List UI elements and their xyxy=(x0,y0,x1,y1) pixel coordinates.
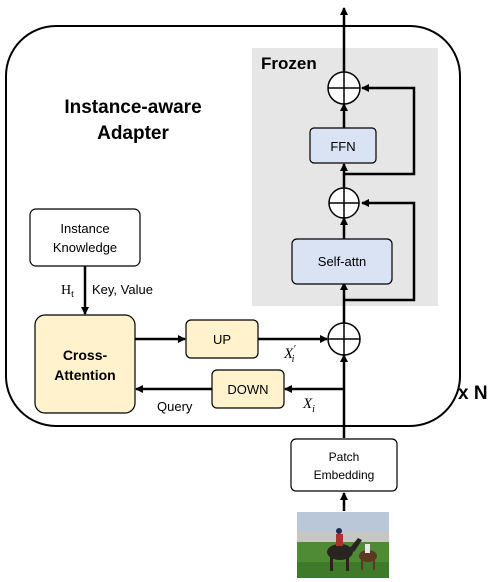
self-attn-block xyxy=(291,238,393,285)
title-line2: Adapter xyxy=(97,123,169,144)
title-line1: Instance-aware xyxy=(64,97,201,118)
adapter-container xyxy=(5,25,461,427)
sum-node-bottom xyxy=(327,322,361,356)
instance-knowledge-label-1: Instance xyxy=(60,221,109,236)
residual-skip-1 xyxy=(344,199,416,302)
repeat-label: x N xyxy=(458,383,488,404)
input-image xyxy=(297,512,389,578)
up-label: UP xyxy=(213,332,231,347)
frozen-label: Frozen xyxy=(261,54,317,73)
instance-knowledge-block xyxy=(29,208,141,267)
query-label: Query xyxy=(157,399,193,414)
cross-attention-block xyxy=(34,314,136,414)
down-label: DOWN xyxy=(227,382,268,397)
sum-node-top xyxy=(327,71,361,105)
xi-label: Xi xyxy=(302,396,315,415)
sum-node-middle xyxy=(328,187,360,219)
ht-label: Ht xyxy=(61,283,74,300)
ffn-block xyxy=(309,127,377,164)
patch-embedding-label-1: Patch xyxy=(329,450,360,464)
self-attn-label: Self-attn xyxy=(318,254,366,269)
cross-attention-label-2: Attention xyxy=(54,367,115,383)
xi-prime-label: X′i xyxy=(283,343,296,365)
key-value-label: Key, Value xyxy=(92,282,153,297)
patch-embedding-block xyxy=(290,438,398,492)
patch-embedding-label-2: Embedding xyxy=(314,468,375,482)
cross-attention-label-1: Cross- xyxy=(63,347,108,363)
residual-skip-2 xyxy=(344,84,416,176)
ffn-label: FFN xyxy=(330,139,355,154)
instance-knowledge-label-2: Knowledge xyxy=(53,240,117,255)
